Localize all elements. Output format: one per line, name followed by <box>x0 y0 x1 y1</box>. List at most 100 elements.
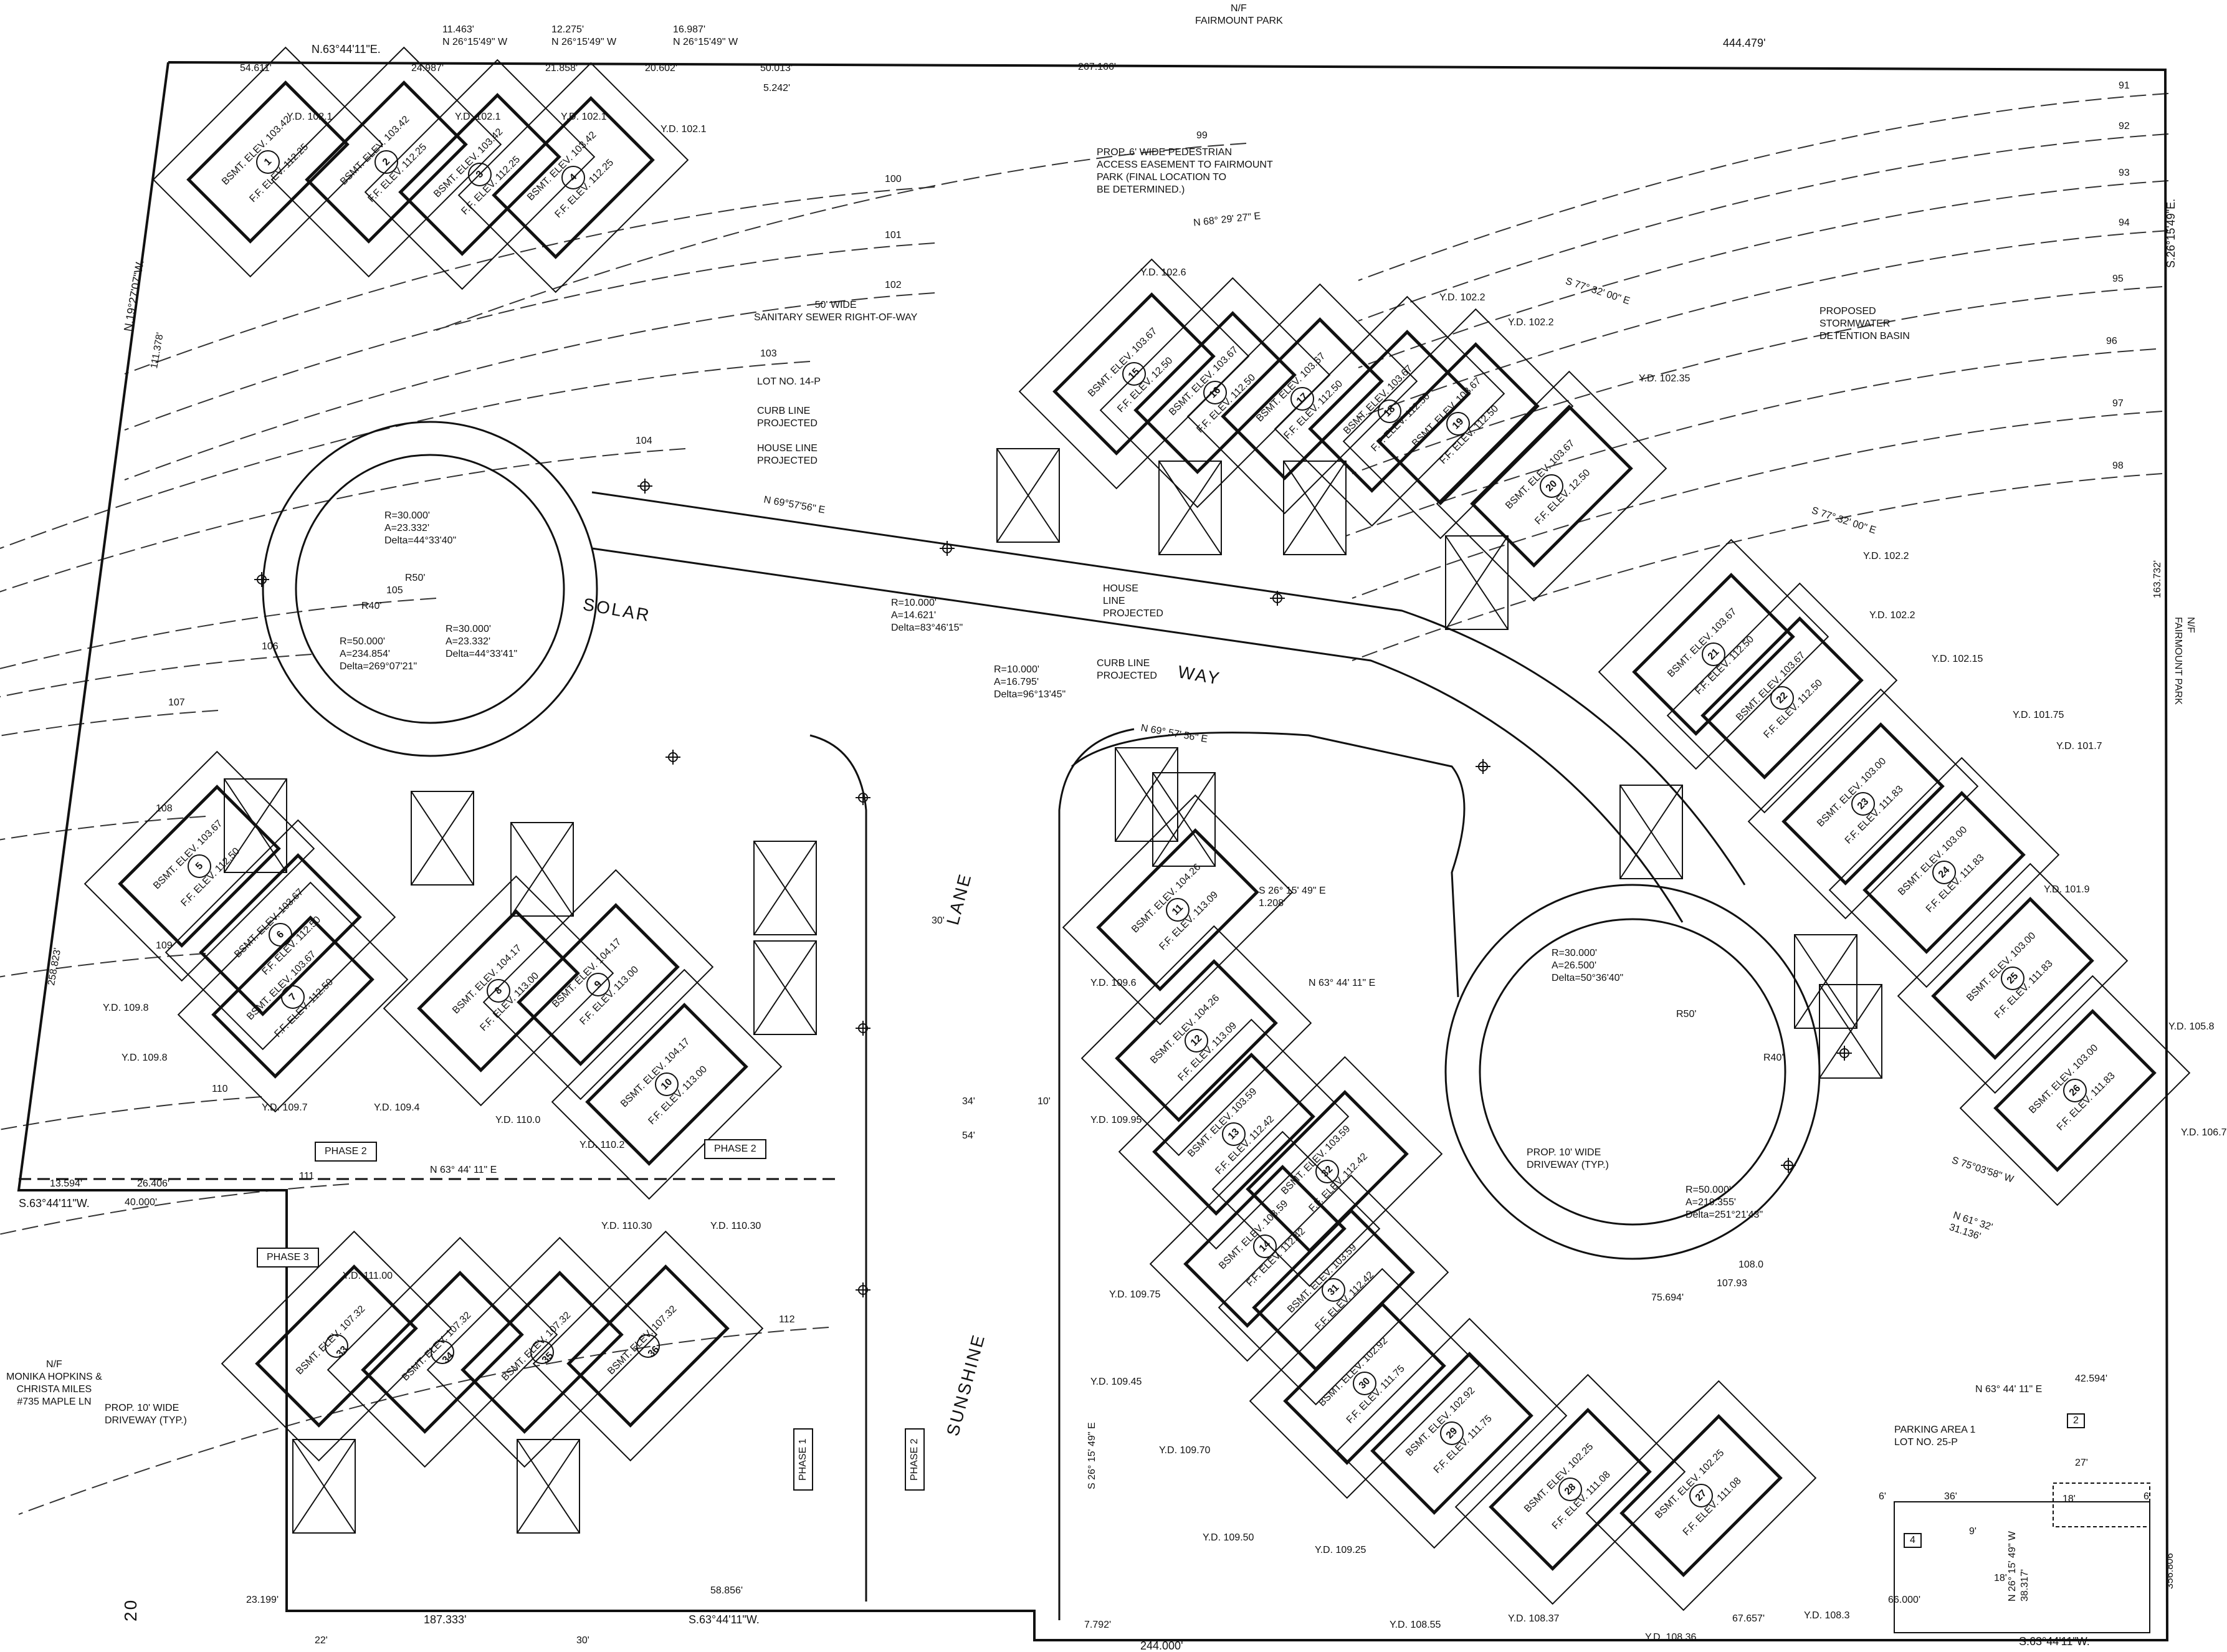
lot-outline <box>1211 1056 1443 1287</box>
lot-line <box>327 1236 558 1468</box>
driveway-note-right: PROP. 10' WIDE DRIVEWAY (TYP.) <box>1527 1147 1609 1170</box>
dist-66000: 66.000' <box>1888 1595 1920 1605</box>
lot-line <box>1274 295 1505 527</box>
solar-culdesac-inner <box>295 454 565 724</box>
house-outline <box>1376 342 1540 505</box>
lot-number-circle <box>281 985 305 1009</box>
lot-number-circle <box>586 973 610 996</box>
dist-24987: 24.987' <box>411 63 444 74</box>
lot-outline <box>482 869 714 1101</box>
solar-way-south-edge <box>591 547 1684 923</box>
house-footprint <box>1221 317 1384 480</box>
house-footprints <box>118 80 2157 1577</box>
house-footprint <box>1931 897 2094 1060</box>
contour-label: 112 <box>779 1314 795 1325</box>
lot-outline <box>532 1230 764 1462</box>
house-outline <box>492 96 655 259</box>
lot-number-circle <box>530 1340 554 1364</box>
dist-13594: 13.594' <box>50 1178 82 1189</box>
curve-data-5: R=10.000' A=16.795' Delta=96°13'45" <box>994 664 1066 700</box>
driveway-hatch <box>753 841 817 935</box>
nf-top-label: N/F <box>1231 3 1247 14</box>
dist-40000: 40.000' <box>125 1197 157 1208</box>
contour-label: 93 <box>2119 168 2130 178</box>
driveway-outline <box>1619 785 1683 879</box>
street-light-icon <box>637 479 652 494</box>
driveway-outline <box>753 940 817 1035</box>
driveway-outline <box>996 448 1060 543</box>
lot-number-circle <box>487 979 510 1003</box>
lot-outline <box>1747 688 1979 920</box>
lot-number-circle <box>269 923 292 947</box>
contour-line <box>1352 411 2163 599</box>
house-outline <box>186 80 350 244</box>
lot-number-circle <box>1166 898 1190 922</box>
lot-line <box>165 819 396 1051</box>
parking-space-2: 2 <box>2067 1413 2085 1428</box>
house-outline <box>255 1264 418 1428</box>
house-footprint <box>305 80 468 244</box>
lot-line <box>177 881 409 1113</box>
lot-outline <box>1828 757 2060 988</box>
yard-drain-label: Y.D. 102.1 <box>561 112 607 122</box>
house-outline <box>460 1271 624 1434</box>
lot-number-circle <box>2063 1079 2087 1102</box>
house-footprint <box>186 80 350 244</box>
lot-number-circle <box>1315 1160 1339 1183</box>
dim-30-drive: 30' <box>576 1635 589 1646</box>
yard-drain-label: Y.D. 110.0 <box>495 1115 541 1125</box>
house-outline <box>1489 1408 1652 1571</box>
lot-outline <box>1080 925 1312 1157</box>
lot-number-circle <box>1322 1278 1345 1302</box>
lot-line <box>532 1230 764 1462</box>
house-footprint <box>118 785 281 948</box>
driveway-outline <box>224 778 287 873</box>
yard-drain-label: Y.D. 108.37 <box>1508 1613 1560 1624</box>
house-outline <box>1470 404 1633 568</box>
sewer-row-note: 50' WIDE SANITARY SEWER RIGHT-OF-WAY <box>754 300 918 323</box>
lot-number-circle <box>1851 792 1875 816</box>
house-line-note-2: HOUSE LINE PROJECTED <box>1103 583 1163 619</box>
driveway <box>1158 461 1222 555</box>
lot-outline <box>152 46 384 278</box>
dist-444479: 444.479' <box>1723 37 1766 49</box>
dim-row-34: 34' <box>962 1096 975 1107</box>
house-footprint <box>1246 1090 1409 1253</box>
lot-number-circle <box>256 150 280 174</box>
contour-label: 106 <box>262 641 279 652</box>
lot-number-circle <box>2001 967 2024 990</box>
lot-line <box>457 62 689 294</box>
dist-54611: 54.611' <box>240 63 272 74</box>
house-outline <box>118 785 281 948</box>
lot-number-circle <box>325 1334 348 1358</box>
dist-12275: 12.275' N 26°15'49" W <box>551 24 617 47</box>
house-outline <box>1096 828 1259 991</box>
house-footprint <box>1470 404 1633 568</box>
driveway-hatch <box>517 1439 580 1534</box>
lot14-label: LOT NO. 14-P <box>757 376 821 387</box>
house-footprint <box>1489 1408 1652 1571</box>
contour-label: 111 <box>299 1171 315 1182</box>
street-light-icon <box>254 572 269 587</box>
house-footprint <box>1096 828 1259 991</box>
contour-line <box>1358 93 2169 281</box>
house-footprint <box>517 903 680 1066</box>
driveway <box>1445 535 1509 630</box>
curve-data-1: R=30.000' A=23.332' Delta=44°33'40" <box>384 510 457 546</box>
way-culdesac-outer <box>1444 884 1821 1260</box>
house-outline <box>1183 1165 1347 1328</box>
contour-line <box>1345 348 2157 537</box>
contour-line <box>436 143 1247 331</box>
dist-163732: 163.732' <box>2152 560 2163 598</box>
driveway-hatch <box>224 778 287 873</box>
lot-number-circle <box>188 854 211 878</box>
lot-line <box>1149 1130 1381 1362</box>
dist-42594: 42.594' <box>2075 1373 2107 1384</box>
street-light-icon <box>940 541 955 556</box>
street-light-icon <box>1781 1158 1796 1173</box>
nf-left-label: N/F MONIKA HOPKINS & CHRISTA MILES #735 … <box>6 1359 102 1407</box>
house-outline <box>1370 1352 1533 1515</box>
driveway <box>411 791 474 886</box>
yard-drain-label: Y.D. 111.00 <box>343 1271 393 1281</box>
